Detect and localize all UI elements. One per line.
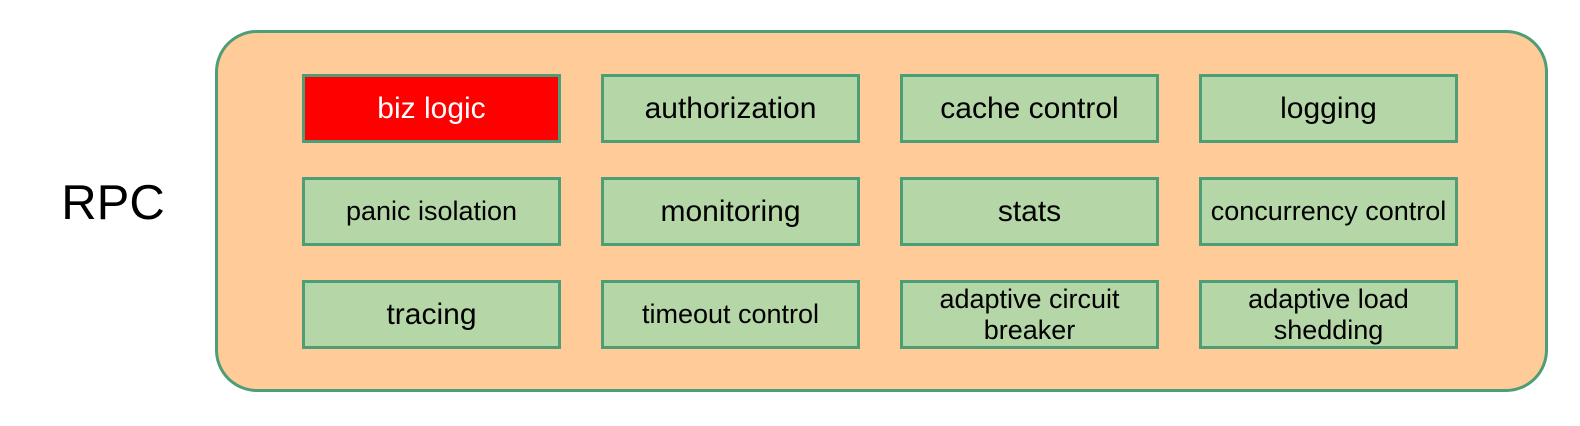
middleware-box-label: tracing <box>386 297 477 331</box>
middleware-box-label: authorization <box>644 91 817 125</box>
middleware-box-logging[interactable]: logging <box>1199 74 1458 143</box>
middleware-box-label: timeout control <box>641 299 820 330</box>
middleware-box-label: panic isolation <box>345 196 518 227</box>
rpc-container: biz logic authorization cache control lo… <box>215 30 1548 392</box>
middleware-box-label: stats <box>997 194 1062 228</box>
middleware-box-tracing[interactable]: tracing <box>302 280 561 349</box>
middleware-box-timeout-control[interactable]: timeout control <box>601 280 860 349</box>
middleware-box-biz-logic[interactable]: biz logic <box>302 74 561 143</box>
middleware-box-cache-control[interactable]: cache control <box>900 74 1159 143</box>
middleware-box-concurrency-control[interactable]: concurrency control <box>1199 177 1458 246</box>
middleware-box-label: logging <box>1280 91 1377 125</box>
middleware-box-label: monitoring <box>660 194 801 228</box>
middleware-box-authorization[interactable]: authorization <box>601 74 860 143</box>
middleware-box-panic-isolation[interactable]: panic isolation <box>302 177 561 246</box>
middleware-box-label: cache control <box>940 91 1119 125</box>
middleware-box-stats[interactable]: stats <box>900 177 1159 246</box>
middleware-box-monitoring[interactable]: monitoring <box>601 177 860 246</box>
middleware-box-label: concurrency control <box>1210 196 1447 227</box>
middleware-box-label: adaptive load shedding <box>1248 284 1409 345</box>
middleware-box-label: biz logic <box>377 91 486 125</box>
middleware-box-label: adaptive circuit breaker <box>939 284 1120 345</box>
middleware-grid: biz logic authorization cache control lo… <box>302 74 1458 349</box>
middleware-box-adaptive-load-shedding[interactable]: adaptive load shedding <box>1199 280 1458 349</box>
rpc-label: RPC <box>61 176 165 230</box>
middleware-box-adaptive-circuit-breaker[interactable]: adaptive circuit breaker <box>900 280 1159 349</box>
